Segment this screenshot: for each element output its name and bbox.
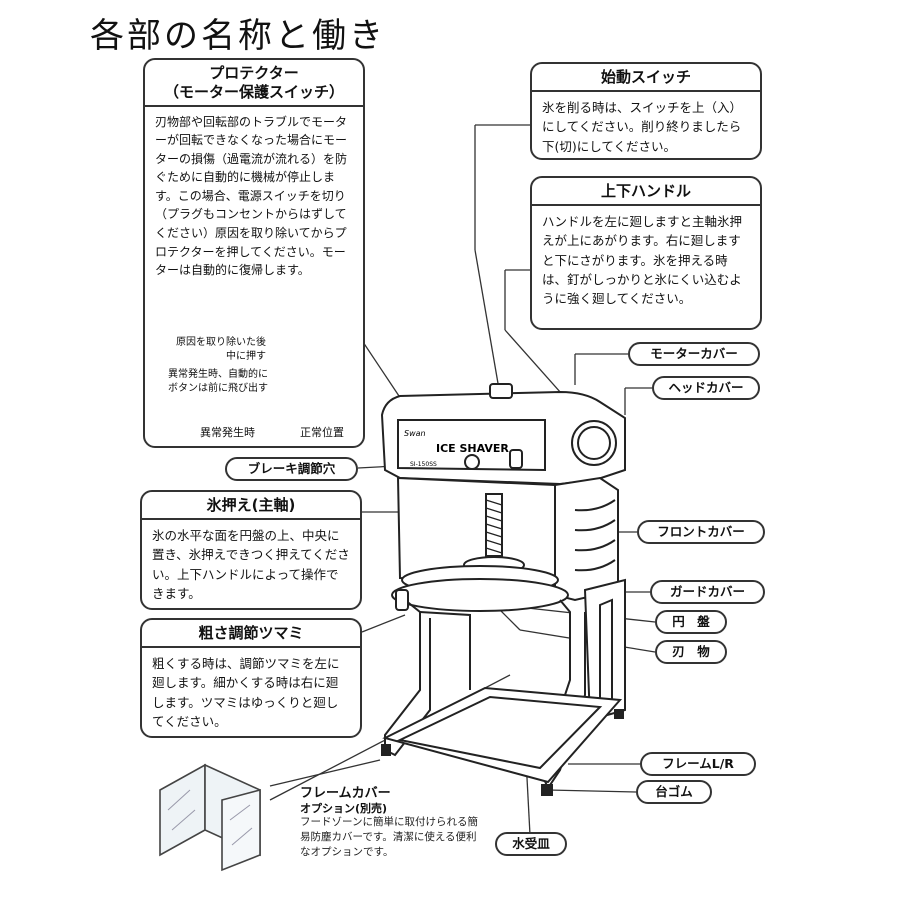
machine-model: SI-150SS bbox=[410, 461, 437, 468]
start-switch-text: 氷を削る時は、スイッチを上（入）にしてください。削り終りましたら下(切)にしてく… bbox=[542, 99, 743, 154]
protector-title: プロテクター （モーター保護スイッチ） bbox=[145, 60, 363, 107]
protector-label-abnormal: 異常発生時 bbox=[200, 426, 255, 439]
page-title: 各部の名称と働き bbox=[90, 16, 386, 56]
label-frame-lr: フレームL/R bbox=[640, 752, 756, 776]
updown-handle-panel: 上下ハンドル ハンドルを左に廻しますと主軸氷押えが上にあがります。右に廻しますと… bbox=[530, 176, 762, 330]
start-switch-title: 始動スイッチ bbox=[532, 64, 760, 92]
ice-press-panel: 氷押え(主軸) 氷の水平な面を円盤の上、中央に置き、氷押えできつく押えてください… bbox=[140, 490, 362, 610]
start-switch-panel: 始動スイッチ 氷を削る時は、スイッチを上（入）にしてください。削り終りましたら下… bbox=[530, 62, 762, 160]
machine-name: ICE SHAVER bbox=[436, 442, 509, 455]
label-disc: 円 盤 bbox=[655, 610, 727, 634]
frame-cover-subtitle: オプション(別売) bbox=[300, 802, 388, 815]
updown-handle-text: ハンドルを左に廻しますと主軸氷押えが上にあがります。右に廻しますと下にさがります… bbox=[542, 213, 743, 307]
coarse-knob-text: 粗くする時は、調節ツマミを左に廻します。細かくする時は右に廻します。ツマミはゆっ… bbox=[152, 655, 340, 729]
protector-label-push: 原因を取り除いた後中に押す bbox=[176, 337, 266, 362]
label-front-cover: フロントカバー bbox=[637, 520, 765, 544]
label-guard-cover: ガードカバー bbox=[650, 580, 765, 604]
ice-press-text: 氷の水平な面を円盤の上、中央に置き、氷押えできつく押えてください。上下ハンドルに… bbox=[152, 527, 350, 601]
protector-label-normal: 正常位置 bbox=[300, 426, 344, 439]
ice-press-title: 氷押え(主軸) bbox=[142, 492, 360, 520]
frame-cover-text: フードゾーンに簡単に取付けられる簡易防塵カバーです。清潔に使える便利なオプション… bbox=[300, 816, 478, 859]
label-blade: 刃 物 bbox=[655, 640, 727, 664]
coarse-knob-title: 粗さ調節ツマミ bbox=[142, 620, 360, 648]
protector-text: 刃物部や回転部のトラブルでモーターが回転できなくなった場合にモーターの損傷（過電… bbox=[155, 114, 348, 278]
frame-cover-title: フレームカバー bbox=[300, 786, 391, 801]
label-rubber-foot: 台ゴム bbox=[636, 780, 712, 804]
label-motor-cover: モーターカバー bbox=[628, 342, 760, 366]
updown-handle-title: 上下ハンドル bbox=[532, 178, 760, 206]
coarse-knob-panel: 粗さ調節ツマミ 粗くする時は、調節ツマミを左に廻します。細かくする時は右に廻しま… bbox=[140, 618, 362, 738]
protector-panel: プロテクター （モーター保護スイッチ） 刃物部や回転部のトラブルでモーターが回転… bbox=[143, 58, 365, 448]
label-brake-hole: ブレーキ調節穴 bbox=[225, 457, 358, 481]
label-water-tray: 水受皿 bbox=[495, 832, 567, 856]
machine-brand: Swan bbox=[404, 429, 426, 438]
label-head-cover: ヘッドカバー bbox=[652, 376, 760, 400]
protector-label-popout: 異常発生時、自動的にボタンは前に飛び出す bbox=[168, 369, 268, 394]
